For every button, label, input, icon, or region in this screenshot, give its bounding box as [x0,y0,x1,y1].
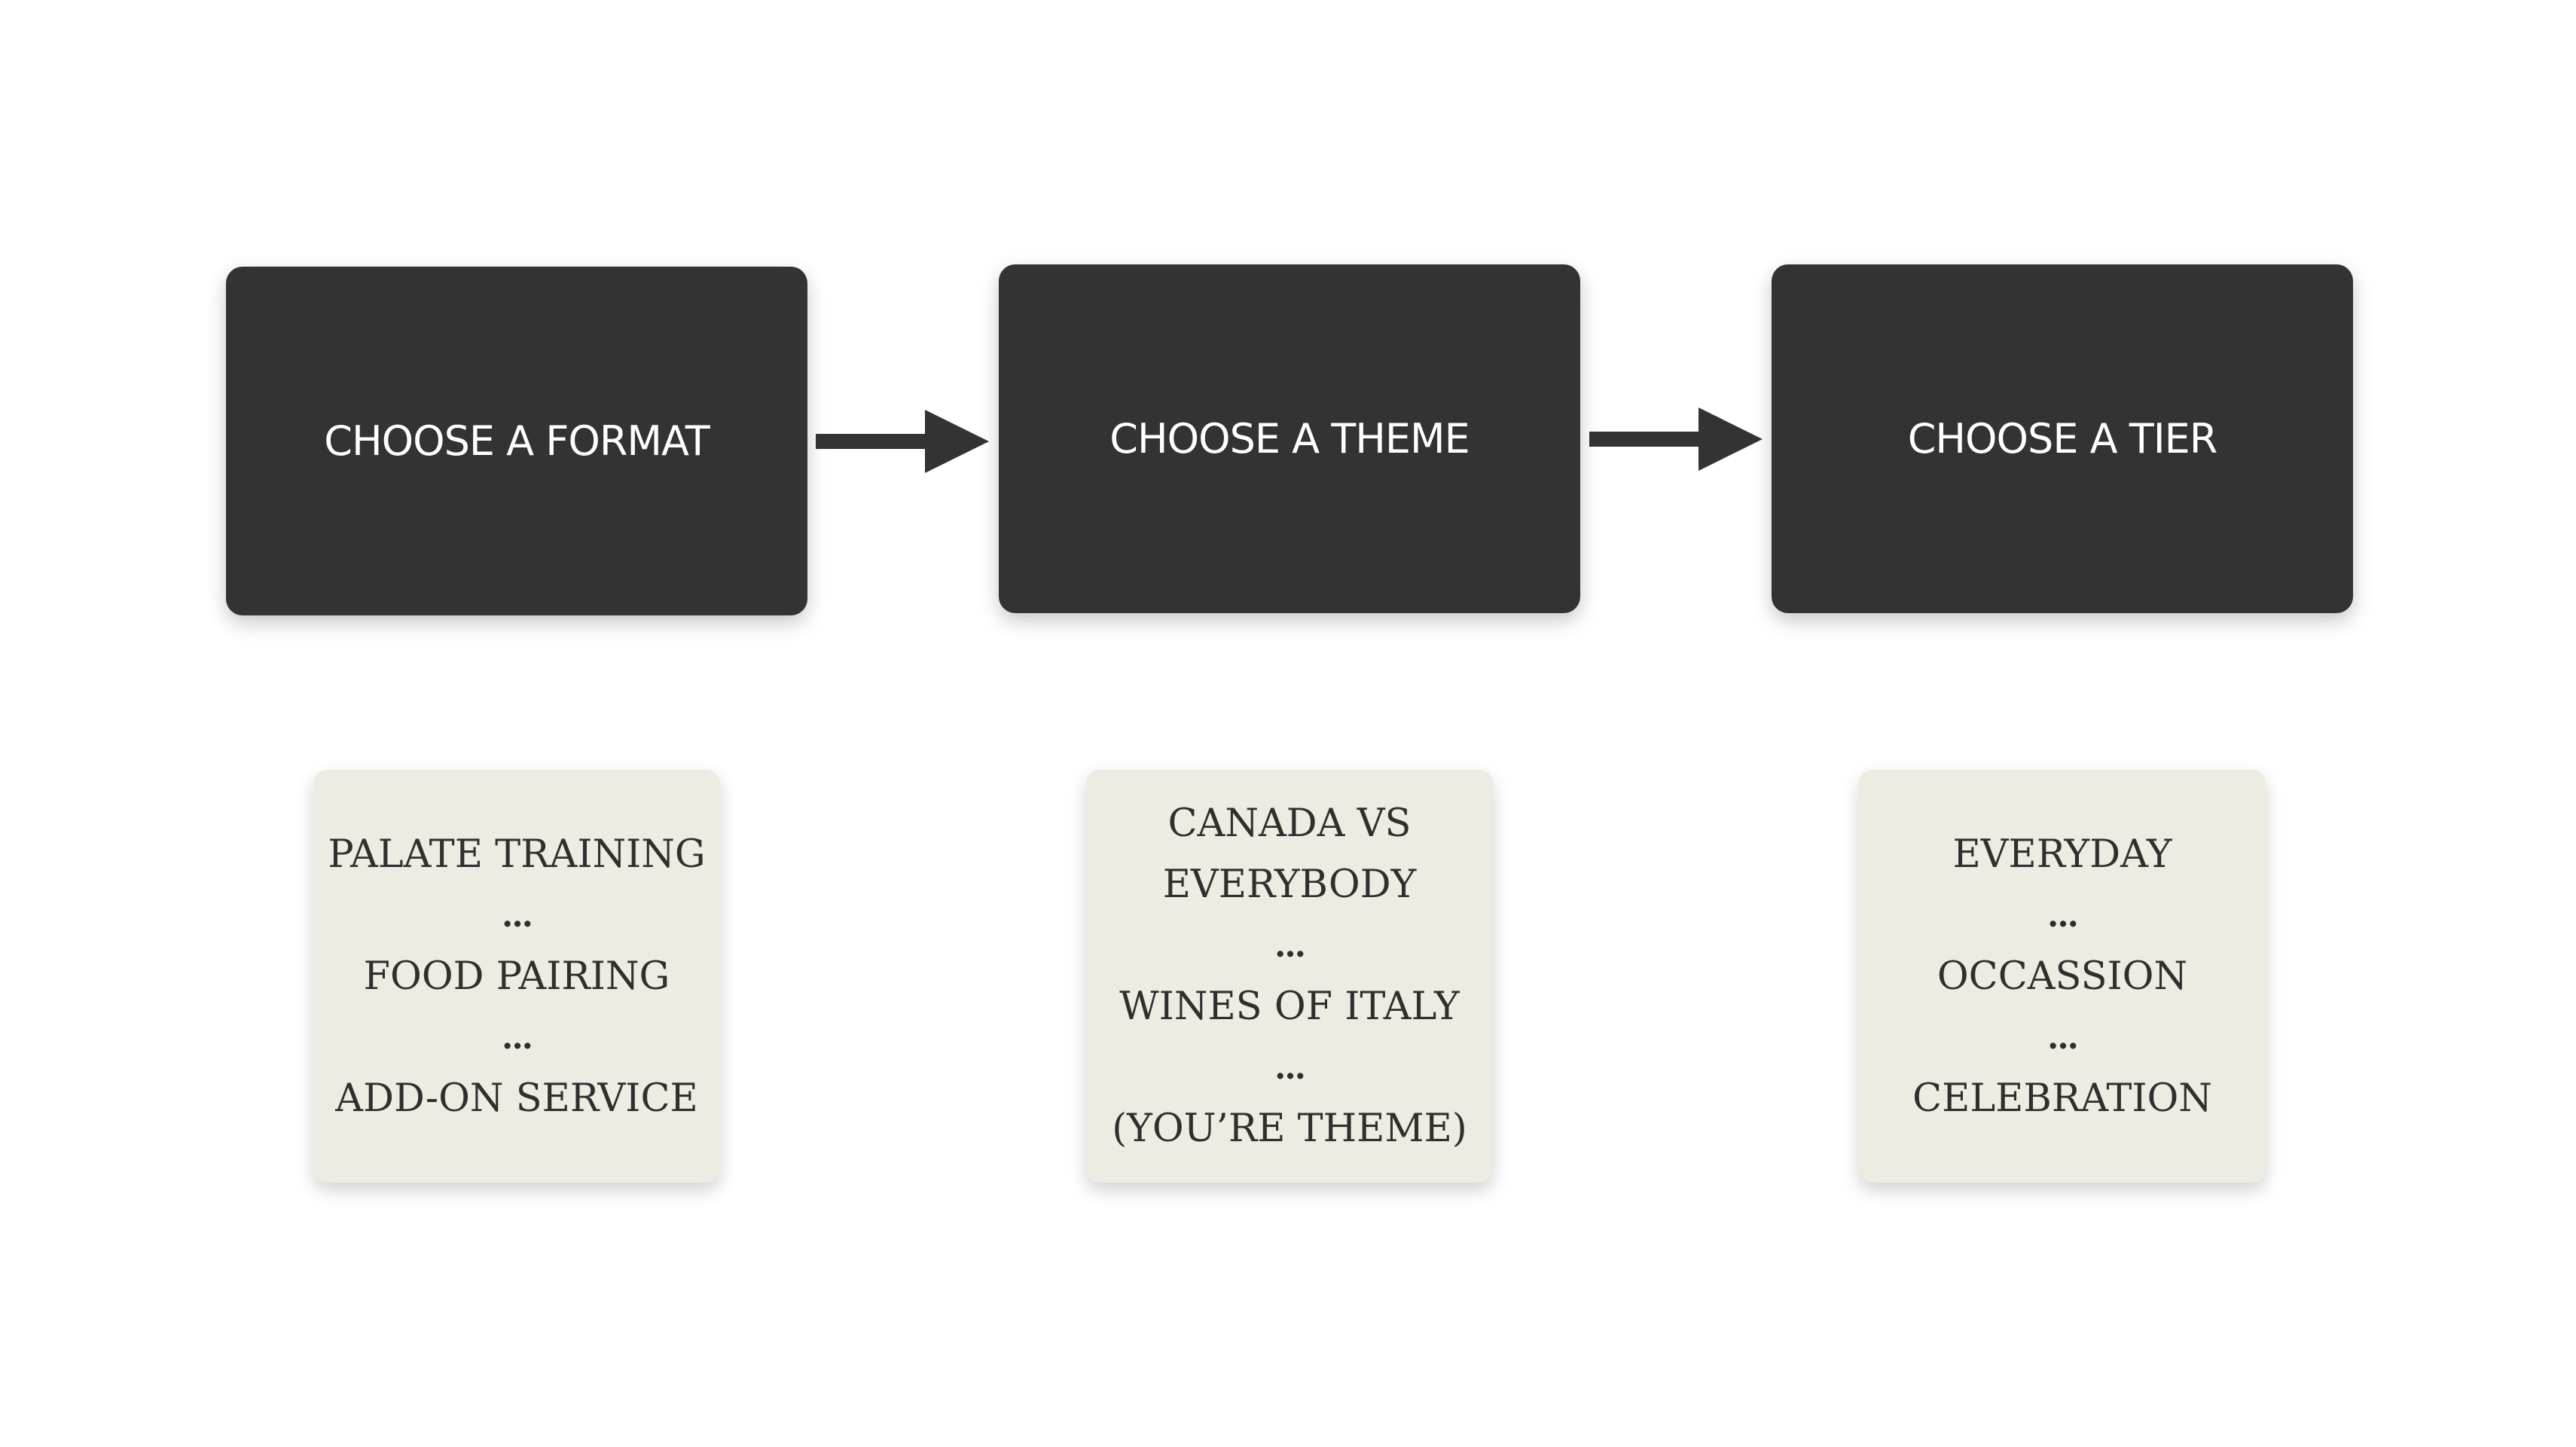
step-choose-tier: CHOOSE A TIER [1772,264,2353,613]
option-item: CELEBRATION [1912,1076,2212,1121]
step-choose-format: CHOOSE A FORMAT [226,267,807,615]
option-item: ADD-ON SERVICE [335,1076,698,1121]
theme-options-card: CANADA VS EVERYBODY ... WINES OF ITALY .… [1086,770,1493,1183]
option-item: (YOU’RE THEME) [1112,1107,1467,1151]
option-item: CANADA VS [1167,801,1412,846]
separator: ... [1274,1049,1306,1087]
step-title-format: CHOOSE A FORMAT [324,417,710,465]
option-item: EVERYDAY [1952,832,2172,877]
right-arrow-icon [1589,408,1763,471]
separator: ... [502,1018,533,1057]
step-choose-theme: CHOOSE A THEME [999,264,1580,613]
option-item: WINES OF ITALY [1119,985,1460,1029]
right-arrow-icon [816,410,989,473]
option-item: FOOD PAIRING [363,954,670,999]
option-item: OCCASSION [1937,954,2188,999]
separator: ... [2047,896,2079,935]
option-item: PALATE TRAINING [328,832,706,877]
option-item: EVERYBODY [1162,862,1417,907]
tier-options-card: EVERYDAY ... OCCASSION ... CELEBRATION [1859,770,2266,1183]
format-options-card: PALATE TRAINING ... FOOD PAIRING ... ADD… [313,770,720,1183]
step-title-theme: CHOOSE A THEME [1109,415,1470,462]
step-title-tier: CHOOSE A TIER [1907,415,2218,462]
separator: ... [2047,1018,2079,1057]
separator: ... [502,896,533,935]
separator: ... [1274,927,1306,965]
